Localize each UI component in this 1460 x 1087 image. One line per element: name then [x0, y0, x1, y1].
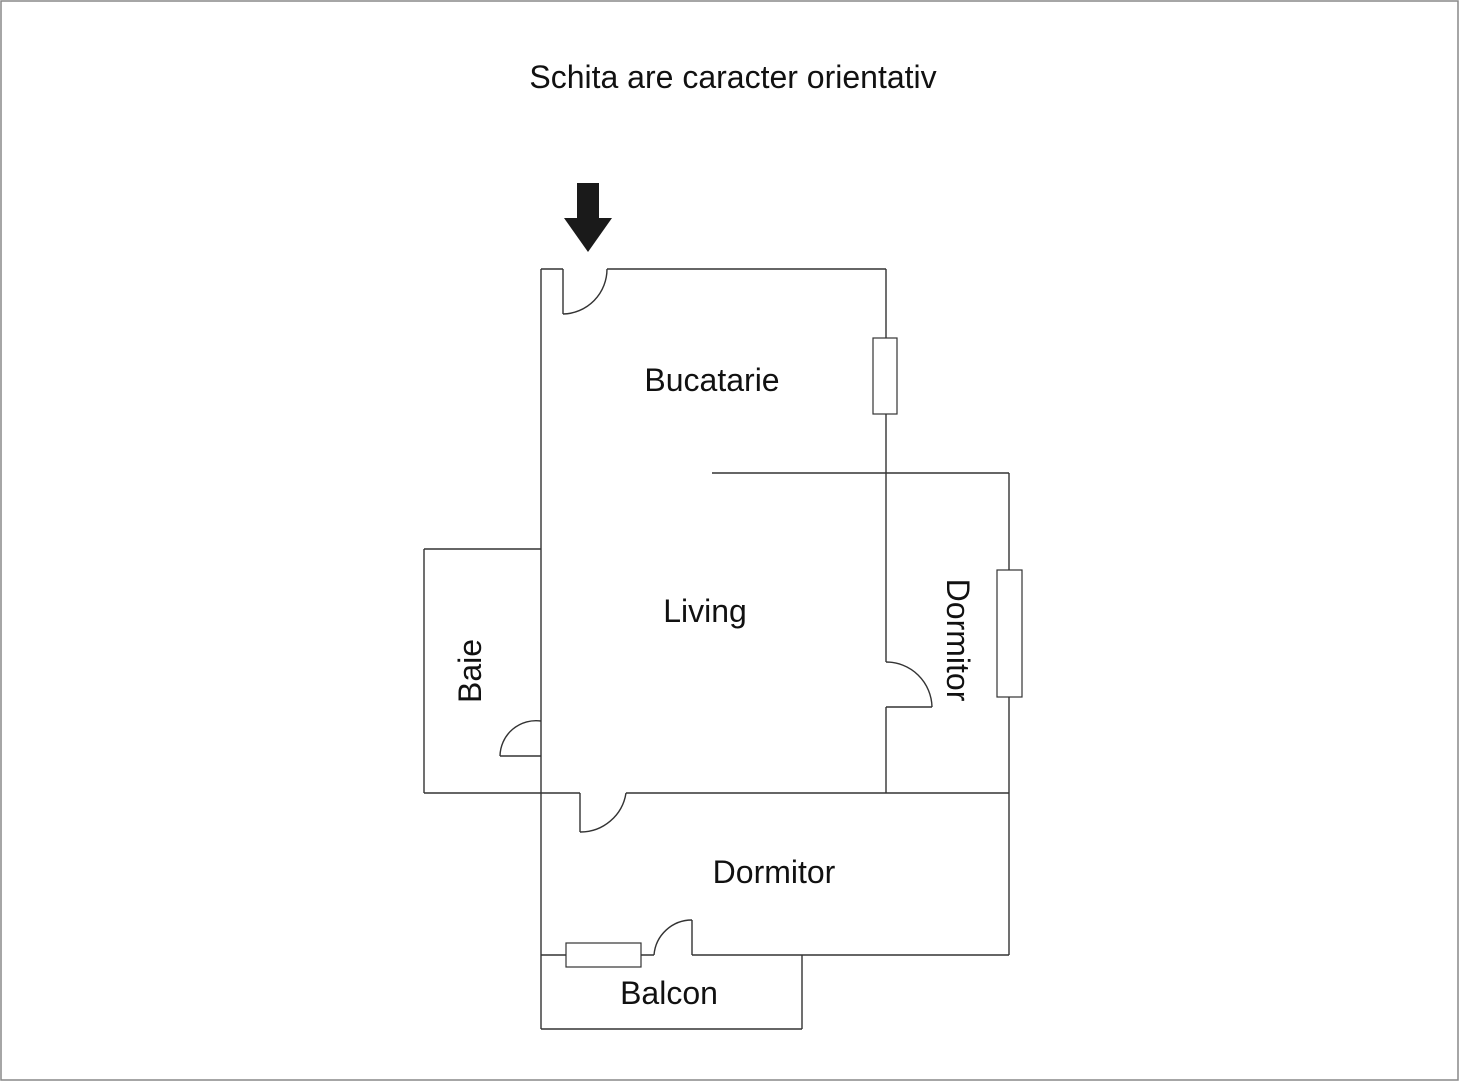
- door-balcony: [653, 919, 693, 956]
- door-entrance: [562, 268, 608, 315]
- plan-note: Schita are caracter orientativ: [529, 59, 936, 95]
- room-label-balcony: Balcon: [620, 975, 718, 1011]
- window-balcony: [565, 942, 642, 968]
- room-label-bath: Baie: [452, 639, 488, 703]
- door-bathroom: [499, 719, 542, 757]
- door-bottom-bedroom: [579, 792, 627, 833]
- door-side-bedroom: [885, 661, 933, 708]
- room-label-kitchen: Bucatarie: [644, 362, 779, 398]
- window-side-bedroom: [996, 569, 1023, 698]
- arrow-down-icon: [564, 183, 612, 252]
- room-label-living: Living: [663, 593, 747, 629]
- room-label-bedroom-side: Dormitor: [940, 579, 976, 702]
- window-kitchen: [872, 337, 898, 415]
- room-label-bedroom-bottom: Dormitor: [713, 854, 836, 890]
